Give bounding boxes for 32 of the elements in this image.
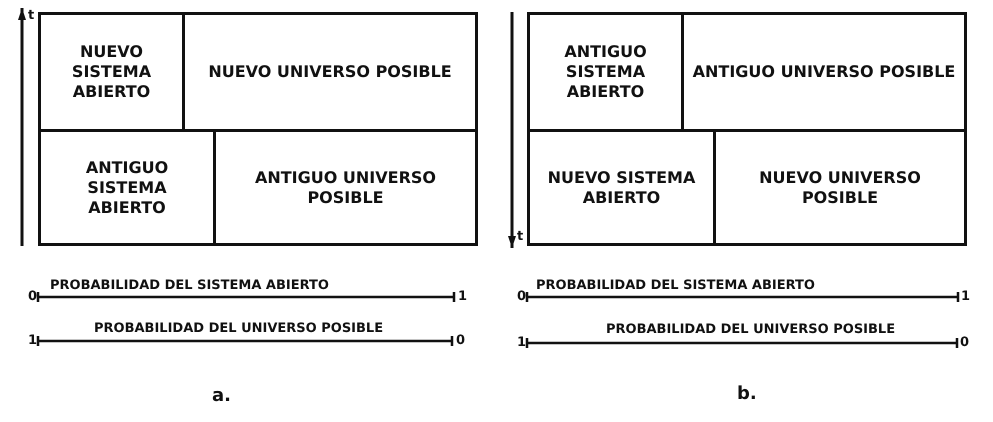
scale-end-label: 0 bbox=[960, 335, 970, 351]
scale-end-label: 0 bbox=[517, 289, 526, 305]
text-box bbox=[527, 12, 684, 132]
axis-label: t bbox=[517, 229, 524, 245]
box-label: ANTIGUO SISTEMA ABIERTO bbox=[563, 42, 648, 102]
panel-label: b. bbox=[737, 386, 757, 402]
scale-end-label: 1 bbox=[961, 289, 970, 305]
box-label: NUEVO SISTEMA ABIERTO bbox=[546, 168, 696, 208]
box-label: NUEVO UNIVERSO POSIBLE bbox=[758, 168, 922, 208]
scale-title: PROBABILIDAD DEL UNIVERSO POSIBLE bbox=[606, 322, 896, 338]
box-label: ANTIGUO UNIVERSO POSIBLE bbox=[692, 62, 956, 82]
text-box bbox=[527, 129, 716, 246]
axis-label: t bbox=[28, 8, 34, 24]
box-label: NUEVO SISTEMA ABIERTO bbox=[70, 42, 152, 102]
scale-end-label: 1 bbox=[458, 289, 468, 305]
text-box bbox=[213, 129, 478, 246]
scale-end-label: 0 bbox=[28, 289, 38, 305]
scale-title: PROBABILIDAD DEL SISTEMA ABIERTO bbox=[536, 278, 815, 294]
text-box bbox=[38, 129, 216, 246]
box-label: ANTIGUO SISTEMA ABIERTO bbox=[84, 158, 170, 218]
text-box bbox=[182, 12, 478, 132]
box-label: ANTIGUO UNIVERSO POSIBLE bbox=[254, 168, 438, 208]
scale-title: PROBABILIDAD DEL UNIVERSO POSIBLE bbox=[94, 321, 384, 337]
scale-end-label: 0 bbox=[456, 333, 466, 349]
text-box bbox=[38, 12, 185, 132]
box-label: NUEVO UNIVERSO POSIBLE bbox=[207, 62, 453, 82]
text-box bbox=[681, 12, 967, 132]
scale-end-label: 1 bbox=[517, 335, 526, 351]
text-box bbox=[713, 129, 967, 246]
panel-label: a. bbox=[212, 388, 231, 404]
scale-title: PROBABILIDAD DEL SISTEMA ABIERTO bbox=[50, 278, 329, 294]
scale-end-label: 1 bbox=[28, 333, 38, 349]
